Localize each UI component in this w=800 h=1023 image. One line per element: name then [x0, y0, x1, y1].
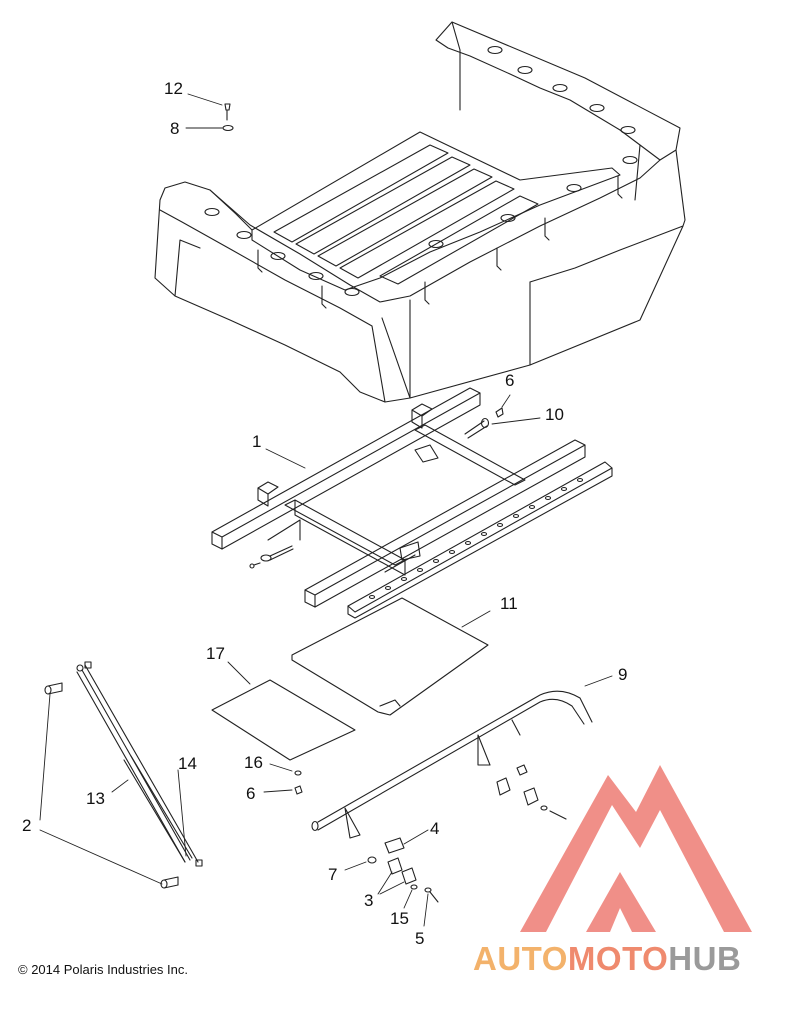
callout-9: 9	[618, 665, 628, 684]
callout-3: 3	[364, 891, 374, 910]
pin-2-lower	[160, 876, 179, 889]
cap-4	[384, 837, 405, 854]
pin-10	[464, 417, 490, 439]
washer-8	[222, 124, 234, 132]
pin-2-upper	[44, 682, 63, 695]
latch-3-right	[401, 867, 417, 885]
leader-lines	[39, 93, 613, 927]
copyright-notice: © 2014 Polaris Industries Inc.	[18, 962, 188, 977]
nut-7	[367, 856, 377, 864]
latch-parts	[496, 764, 567, 820]
frame-pin	[260, 545, 294, 562]
bolt-12	[224, 103, 231, 121]
callout-11: 11	[500, 594, 518, 613]
tie-hooks	[257, 175, 623, 309]
washer-15	[410, 884, 418, 890]
tether-14	[84, 661, 203, 867]
bed-frame	[211, 387, 613, 619]
tailgate-bar-9	[311, 690, 593, 839]
brand-hub: HUB	[668, 940, 742, 977]
callout-6-lower: 6	[246, 784, 256, 803]
callout-4: 4	[430, 819, 440, 838]
callout-10: 10	[545, 405, 564, 424]
callout-13: 13	[86, 789, 105, 808]
gas-strut-13	[76, 664, 193, 863]
callout-5: 5	[415, 929, 425, 948]
callout-16: 16	[244, 753, 263, 772]
latch-3-left	[387, 857, 403, 875]
watermark-brand: AUTOMOTOHUB	[473, 942, 741, 975]
callout-14: 14	[178, 754, 197, 773]
callout-17: 17	[206, 644, 225, 663]
callout-7: 7	[328, 865, 338, 884]
callout-1: 1	[252, 432, 262, 451]
slot-holes	[368, 477, 584, 600]
callout-2: 2	[22, 816, 32, 835]
clip-16	[294, 770, 302, 776]
callout-6-upper: 6	[505, 371, 515, 390]
clip-6-upper	[495, 407, 504, 418]
brand-auto: AUTO	[473, 940, 568, 977]
callout-15: 15	[390, 909, 409, 928]
stake-pockets	[204, 45, 638, 297]
clip-6-lower	[294, 785, 303, 795]
brand-moto: MOTO	[567, 940, 669, 977]
panel-17	[211, 679, 356, 761]
cargo-box	[154, 21, 686, 403]
callout-8: 8	[170, 119, 180, 138]
panel-11	[291, 597, 489, 716]
callout-12: 12	[164, 79, 183, 98]
frame-screw	[249, 562, 261, 569]
automotohub-logo-icon	[520, 765, 752, 932]
bolt-5	[424, 887, 439, 903]
